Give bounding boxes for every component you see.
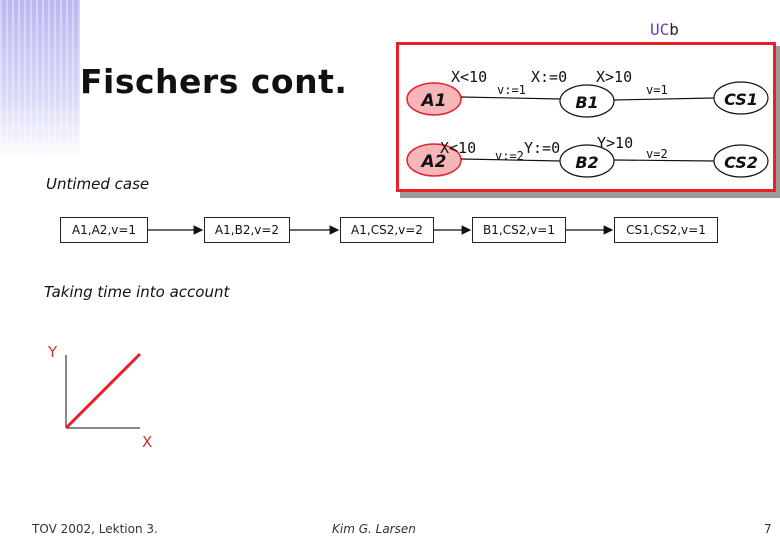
plot-y-label: Y [47,343,58,361]
location-a2 [406,143,462,177]
edge-b2-cs2-check: v=2 [646,147,668,161]
footer-page-number: 7 [764,522,772,536]
edge-a2-b2-update: v:=2 [495,149,524,163]
edge-a1-b1-reset: X:=0 [531,68,567,86]
state-box-5: CS1,CS2,v=1 [614,217,718,243]
location-b2 [559,144,615,178]
edge-a2-b2 [460,158,562,162]
edge-a2-b2-guard: X<10 [440,139,476,157]
footer-course: TOV 2002, Lektion 3. [32,522,158,536]
edge-b1-cs1-check: v=1 [646,83,668,97]
location-cs1-label: CS1 [724,90,758,109]
location-b2-label: B2 [575,153,598,172]
state-box-4: B1,CS2,v=1 [472,217,566,243]
location-cs2-label: CS2 [724,153,758,172]
edge-a1-b1-update: v:=1 [497,83,526,97]
state-box-2: A1,B2,v=2 [204,217,290,243]
footer-author: Kim G. Larsen [332,522,416,536]
edge-a1-b1-guard: X<10 [451,68,487,86]
state-box-3: A1,CS2,v=2 [340,217,434,243]
state-box-1: A1,A2,v=1 [60,217,148,243]
location-b1-label: B1 [575,93,598,112]
location-cs2 [713,144,769,178]
edge-a1-b1 [460,96,562,100]
location-a1-label: A1 [420,91,447,111]
edge-b2-cs2 [613,159,715,162]
decorative-side-bar [0,0,80,160]
plot-diagonal-line [64,352,142,430]
timed-case-label: Taking time into account [44,283,230,301]
plot-x-label: X [142,433,152,451]
location-a1 [406,82,462,116]
slide-title: Fischers cont. [80,62,348,101]
edge-b2-cs2-guard: Y>10 [597,134,633,152]
edge-b1-cs1 [613,97,715,101]
edge-b1-cs1-guard: X>10 [596,68,632,86]
location-cs1 [713,81,769,115]
edge-a2-b2-reset: Y:=0 [524,139,560,157]
untimed-case-label: Untimed case [46,175,150,193]
location-b1 [559,84,615,118]
ucb-logo: UCb [650,20,679,39]
location-a2-label: A2 [420,152,447,172]
